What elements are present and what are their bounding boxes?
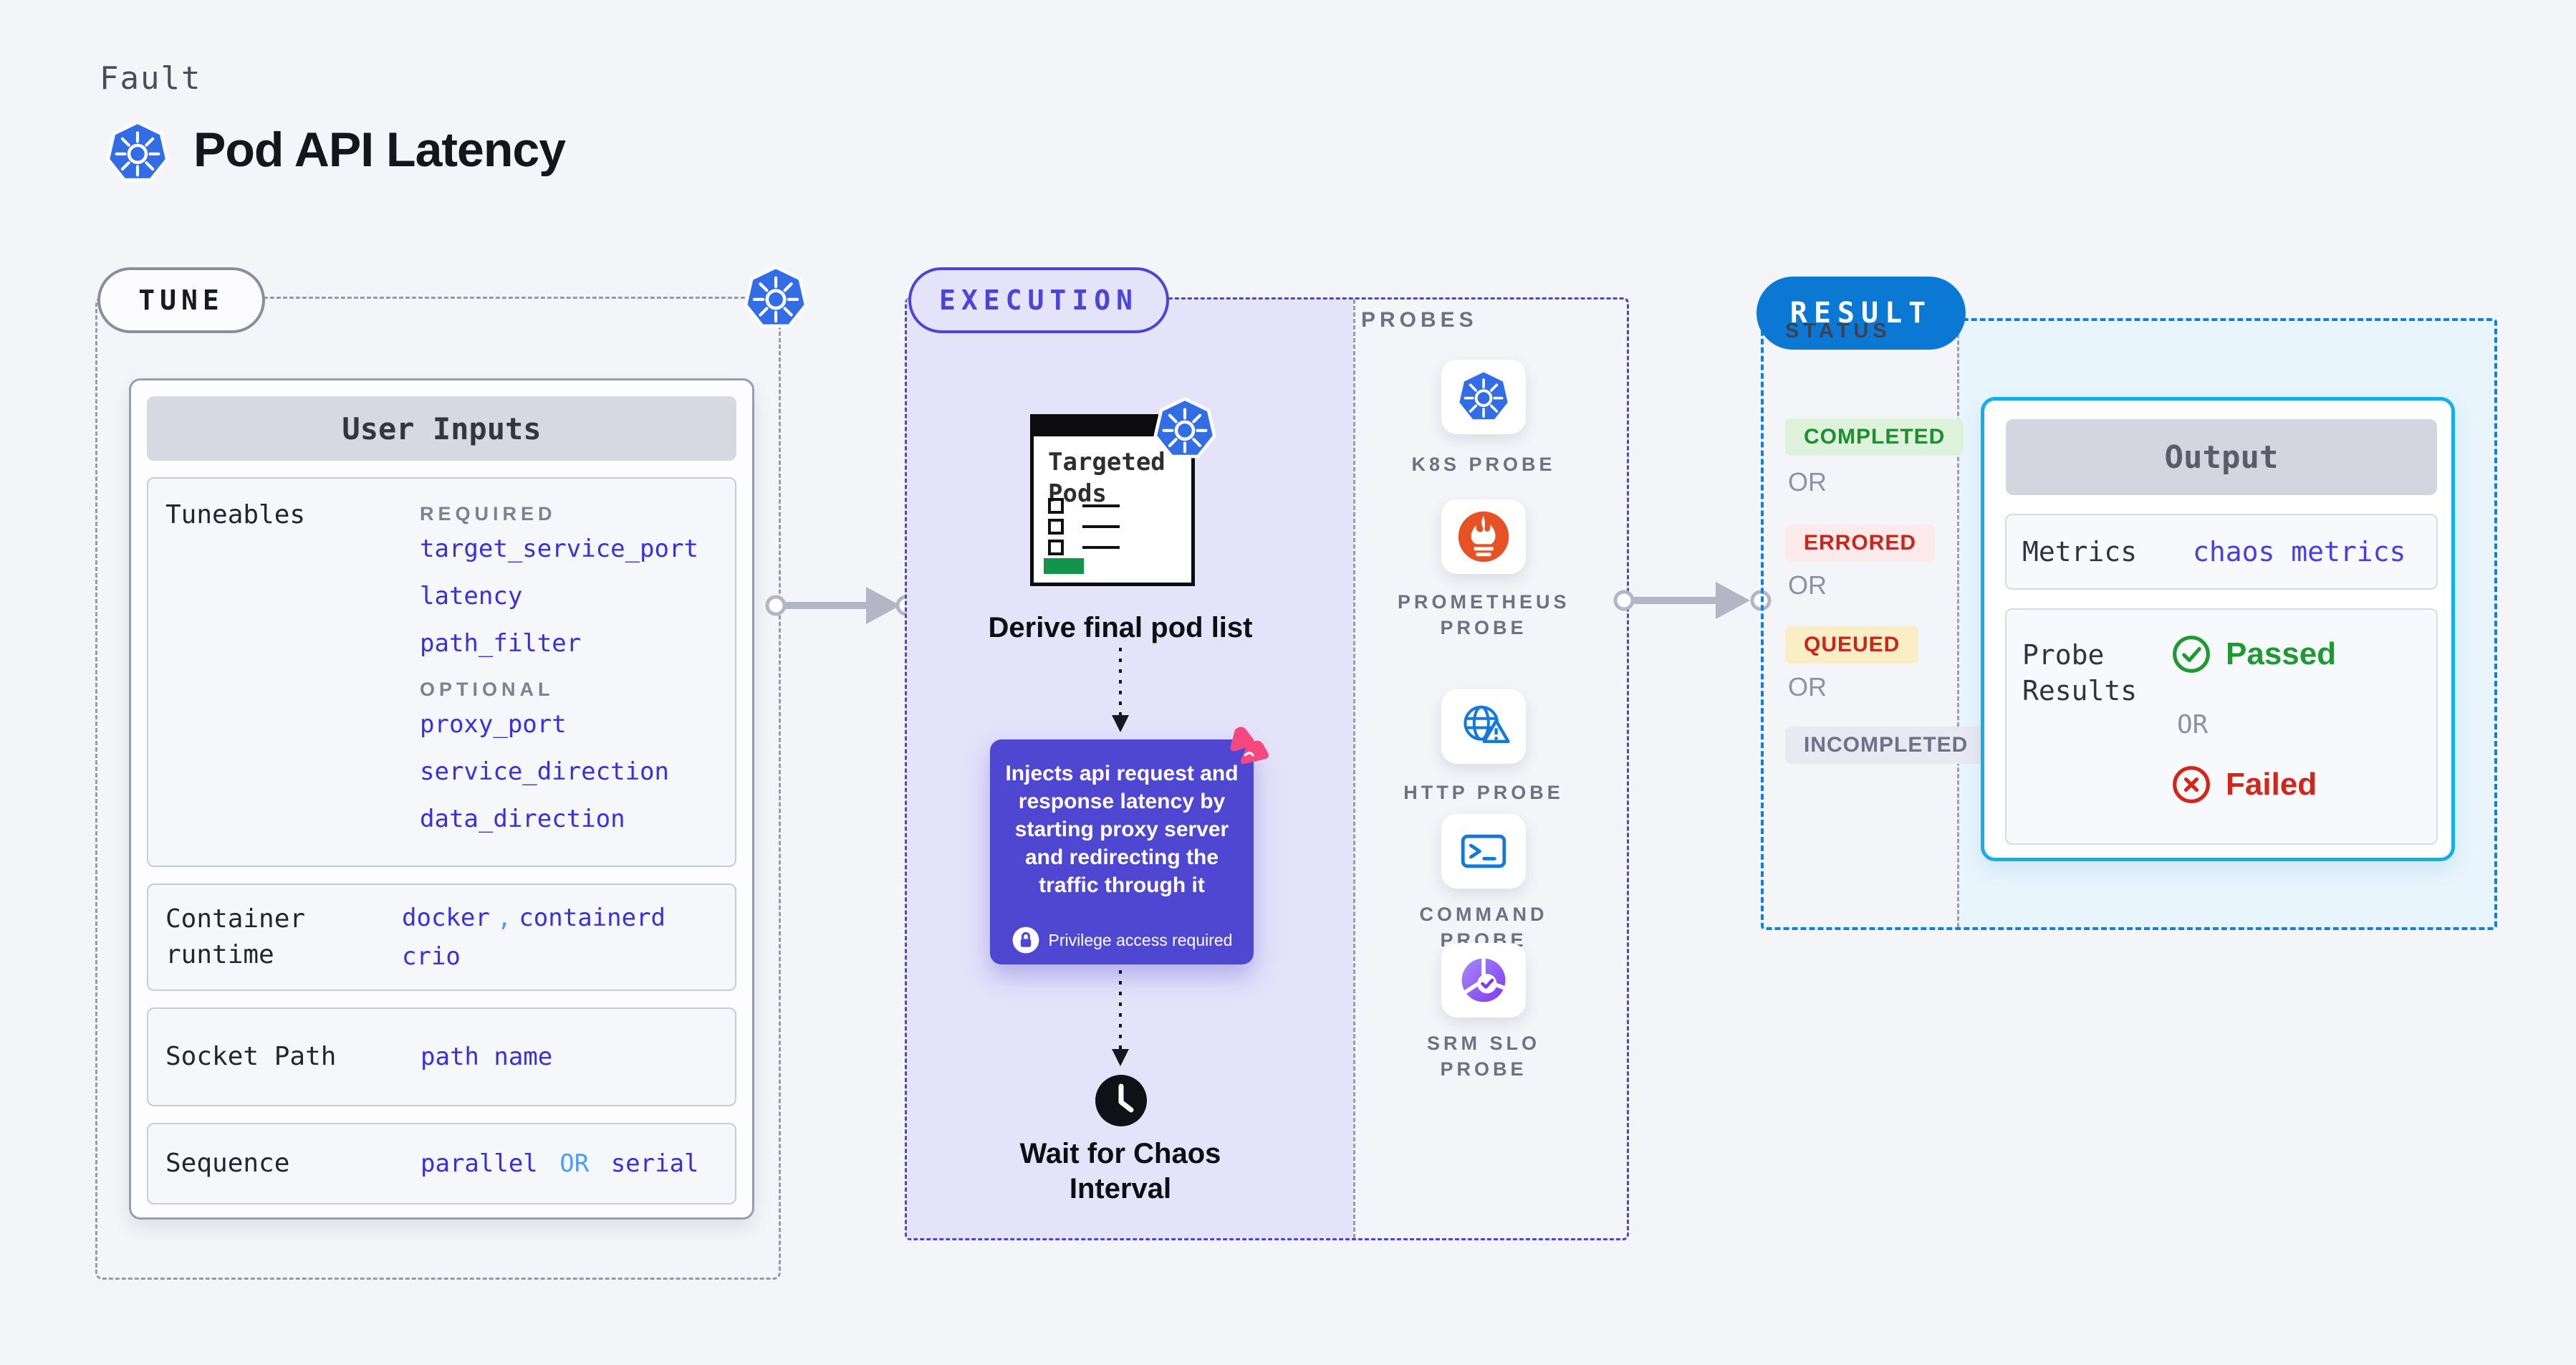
result-pill: RESULT [1756, 277, 1966, 350]
container-runtime-value-crio: crio [402, 942, 461, 971]
targeted-pods-title: Targeted Pods [1048, 448, 1166, 508]
container-runtime-label: Container runtime [165, 904, 306, 969]
tune-to-execution-arrow [765, 587, 917, 624]
pod-checklist-row [1048, 519, 1120, 535]
x-circle-icon [2171, 765, 2211, 805]
targeted-pods-icon: Targeted Pods [1030, 414, 1195, 586]
metrics-row: Metrics chaos metrics [2005, 514, 2438, 590]
comma-separator: , [496, 904, 512, 932]
tune-section [95, 297, 781, 1280]
socket-path-value: path name [420, 1043, 553, 1071]
inject-latency-text: Injects api request and response latency… [1005, 762, 1239, 897]
param-data-direction: data_direction [420, 805, 625, 833]
or-connector: OR [559, 1149, 590, 1178]
status-badge-errored: ERRORED [1785, 525, 1936, 562]
or-separator: OR [1788, 467, 1827, 497]
probe-label-k8s: K8S PROBE [1411, 454, 1556, 475]
progress-bar [1044, 558, 1084, 574]
check-circle-icon [2171, 634, 2211, 674]
probe-label-srm-slo: SRM SLO PROBE [1426, 1033, 1540, 1080]
or-separator: OR [1788, 672, 1827, 701]
probe-results-row: Probe Results Passed OR Failed [2005, 608, 2438, 845]
tuneables-label: Tuneables [165, 500, 306, 530]
probe-results-label: Probe Results [2022, 639, 2138, 707]
probes-divider [1353, 300, 1355, 1238]
socket-path-row: Socket Path path name [147, 1007, 736, 1106]
param-proxy-port: proxy_port [420, 710, 567, 739]
dotted-connector-down [1112, 970, 1129, 1066]
kubernetes-icon [1152, 396, 1218, 463]
clock-icon [1094, 1073, 1148, 1128]
output-title: Output [2006, 419, 2437, 495]
inject-latency-step: Injects api request and response latency… [990, 739, 1254, 964]
tune-pill: TUNE [97, 267, 265, 333]
probe-card-srm-slo [1441, 943, 1526, 1017]
probe-card-prometheus [1441, 499, 1526, 574]
socket-path-label: Socket Path [165, 1042, 337, 1071]
container-runtime-values: docker,containerd [402, 904, 666, 932]
user-inputs-card: User Inputs Tuneables REQUIRED target_se… [129, 378, 754, 1220]
privilege-row: Privilege access required [990, 926, 1254, 954]
derive-pod-list-label: Derive final pod list [988, 612, 1253, 643]
kubernetes-icon [105, 119, 170, 186]
sequence-label: Sequence [165, 1149, 290, 1178]
output-card: Output Metrics chaos metrics Probe Resul… [1981, 397, 2455, 861]
execution-pill: EXECUTION [908, 267, 1169, 333]
probe-label-prometheus: PROMETHEUS PROBE [1398, 591, 1570, 638]
tuneables-row: Tuneables REQUIRED target_service_port l… [147, 477, 736, 867]
terminal-icon [1455, 823, 1512, 880]
param-target-service-port: target_service_port [420, 535, 698, 563]
probes-title: PROBES [1361, 308, 1478, 332]
probe-card-k8s [1441, 360, 1526, 434]
status-label: STATUS [1785, 320, 1891, 343]
status-badge-queued: QUEUED [1785, 626, 1919, 664]
param-latency: latency [420, 582, 523, 610]
wait-chaos-interval-label: Wait for Chaos Interval [1019, 1138, 1221, 1204]
probe-result-passed: Passed [2171, 634, 2336, 674]
dotted-connector-down [1112, 648, 1129, 732]
prometheus-icon [1455, 508, 1512, 565]
http-globe-alert-icon [1455, 698, 1512, 755]
pod-checklist-row [1048, 498, 1120, 514]
container-runtime-row: Container runtime docker,containerd crio [147, 883, 736, 991]
probe-card-command [1441, 814, 1526, 889]
or-separator: OR [1788, 570, 1827, 600]
probe-label-http: HTTP PROBE [1403, 782, 1564, 803]
param-path-filter: path_filter [420, 629, 582, 658]
user-inputs-title: User Inputs [147, 396, 736, 461]
lock-icon [1011, 926, 1040, 954]
param-service-direction: service_direction [420, 757, 669, 786]
sequence-row: Sequence parallel OR serial [147, 1123, 736, 1204]
required-label: REQUIRED [420, 503, 557, 525]
pod-checklist-row [1048, 540, 1120, 555]
execution-to-result-arrow [1613, 582, 1772, 619]
status-badge-completed: COMPLETED [1785, 418, 1964, 456]
kubernetes-icon [1455, 368, 1512, 426]
slo-pie-check-icon [1455, 952, 1512, 1009]
fault-kicker: Fault [100, 60, 202, 97]
kubernetes-icon [742, 264, 809, 332]
or-separator: OR [2177, 710, 2209, 739]
metrics-label: Metrics [2022, 536, 2138, 567]
status-badge-incompleted: INCOMPLETED [1785, 727, 1987, 764]
probe-card-http [1441, 689, 1526, 764]
chaos-logo-icon [1217, 721, 1276, 774]
metrics-value: chaos metrics [2193, 536, 2406, 567]
privilege-note: Privilege access required [1048, 930, 1233, 949]
optional-label: OPTIONAL [420, 679, 554, 700]
sequence-value: parallel OR serial [420, 1149, 699, 1178]
probe-result-failed: Failed [2171, 765, 2317, 805]
page-title: Pod API Latency [193, 123, 566, 177]
